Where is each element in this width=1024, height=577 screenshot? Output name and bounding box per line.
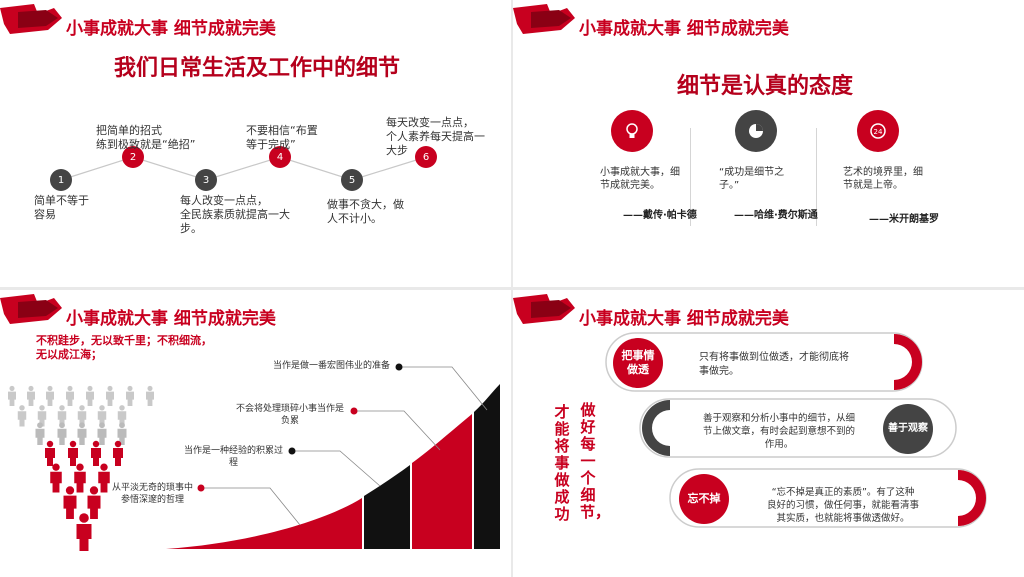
lightbulb-icon: [611, 110, 653, 152]
zigzag-connector: [60, 156, 427, 181]
curve-label-3: 当作是一种经验的积累过程: [184, 446, 284, 468]
person-figure: [97, 422, 107, 445]
item-3-pill: [669, 468, 987, 528]
curve-label-1: 当作是做一番宏图伟业的准备: [273, 361, 391, 371]
people-pyramid: [8, 385, 154, 551]
slide-3: 小事成就大事 细节成就完美 不积跬步，无以致千里；不积细流，无以成江海； 当作是…: [0, 290, 511, 577]
divider: [690, 128, 691, 226]
vertical-slogan-left: 才能将事做成功: [554, 403, 570, 523]
header-title: 小事成就大事 细节成就完美: [66, 309, 276, 329]
item-2-label: 善于观察: [883, 404, 933, 454]
step-3-text: 每人改变一点点，全民族素质就提高一大步。: [180, 194, 290, 235]
header-title: 小事成就大事 细节成就完美: [579, 19, 789, 39]
red-ribbon-logo: [513, 4, 575, 34]
step-5-text: 做事不贪大，做人不计小。: [327, 198, 404, 225]
red-ribbon-logo: [0, 294, 62, 324]
quote-3-text: 艺术的境界里，细节就是上帝。: [843, 167, 923, 191]
item-2-text: 善于观察和分析小事中的细节，从细节上做文章，有时会起到意想不到的作用。: [703, 413, 856, 450]
item-1-text: 只有将事做到位做透，才能彻底将事做完。: [699, 352, 849, 377]
person-figure: [97, 405, 107, 427]
person-figure: [8, 385, 16, 406]
person-figure: [66, 385, 74, 406]
header-title: 小事成就大事 细节成就完美: [66, 19, 276, 39]
step-4-text: 不要相信“布置等于完成”: [246, 124, 318, 151]
step-6-circle: 6: [415, 146, 437, 168]
person-figure: [117, 405, 127, 427]
step-5-circle: 5: [341, 169, 363, 191]
slide-4: 小事成就大事 细节成就完美 才能将事做成功 做好每一个细节， 把事情做透 只有将…: [513, 290, 1024, 577]
person-figure: [117, 422, 127, 445]
item-1-label: 把事情做透: [613, 338, 663, 388]
divider: [816, 128, 817, 226]
person-figure: [45, 440, 55, 466]
curve-segment-2: [364, 465, 410, 549]
person-figure: [146, 385, 154, 406]
item-2-pill: [639, 398, 957, 458]
person-figure: [68, 440, 78, 466]
step-6-text: 每天改变一点点，个人素养每天提高一大步: [386, 116, 485, 157]
item-1-pill: [605, 332, 923, 392]
curve-segment-3: [412, 414, 472, 549]
clock-24-icon: 24: [857, 110, 899, 152]
item-3-label: 忘不掉: [679, 474, 729, 524]
step-3-circle: 3: [195, 169, 217, 191]
step-2-circle: 2: [122, 146, 144, 168]
slide-title: 我们日常生活及工作中的细节: [114, 56, 401, 81]
person-figure: [63, 486, 77, 519]
growth-curve-chart: [166, 363, 500, 549]
person-figure: [106, 385, 114, 406]
step-1-text: 简单不等于容易: [34, 194, 89, 221]
slide-2: 小事成就大事 细节成就完美 细节是认真的态度 24 小事成就大事，细节成就完美。…: [513, 0, 1024, 287]
person-figure: [91, 440, 101, 466]
step-2-text: 把简单的招式练到极致就是“绝招”: [96, 124, 196, 151]
step-1-circle: 1: [50, 169, 72, 191]
quote-1-author: ——戴传·帕卡德: [623, 210, 697, 221]
svg-text:24: 24: [874, 128, 883, 136]
person-figure: [76, 513, 92, 551]
step-4-circle: 4: [269, 146, 291, 168]
person-figure: [86, 385, 94, 406]
header-title: 小事成就大事 细节成就完美: [579, 309, 789, 329]
person-figure: [27, 385, 35, 406]
curve-segment-1: [166, 498, 362, 549]
pie-chart-icon: [735, 110, 777, 152]
person-figure: [77, 422, 87, 445]
person-figure: [126, 385, 134, 406]
vertical-slogan-right: 做好每一个细节，: [580, 401, 611, 521]
curve-label-2: 不会将处理琐碎小事当作是负累: [236, 404, 345, 426]
person-figure: [77, 405, 87, 427]
person-figure: [57, 422, 67, 445]
slide-title: 细节是认真的态度: [677, 74, 854, 99]
quote-2-text: “成功是细节之子。”: [719, 167, 785, 191]
person-figure: [17, 405, 27, 427]
quote-2-author: ——哈维·费尔斯通: [734, 210, 818, 221]
curve-label-4: 从平淡无奇的琐事中参悟深邃的哲理: [112, 483, 194, 505]
person-figure: [46, 385, 54, 406]
person-figure: [50, 463, 62, 493]
person-figure: [74, 463, 86, 493]
red-ribbon-logo: [513, 294, 575, 324]
item-3-text: “忘不掉是真正的素质”。有了这种良好的习惯，做任何事，就能看清事其实质，也就能将…: [767, 487, 920, 524]
red-ribbon-logo: [0, 4, 62, 34]
person-figure: [87, 486, 101, 519]
quote-3-author: ——米开朗基罗: [869, 214, 939, 225]
curve-segment-4: [474, 384, 500, 549]
person-figure: [98, 463, 110, 493]
person-figure: [113, 440, 123, 466]
quote-1-text: 小事成就大事，细节成就完美。: [600, 167, 680, 191]
slide-1: 小事成就大事 细节成就完美 我们日常生活及工作中的细节 1 2 3 4 5 6 …: [0, 0, 511, 287]
person-figure: [57, 405, 67, 427]
slogan: 不积跬步，无以致千里；不积细流，无以成江海；: [36, 334, 212, 361]
person-figure: [35, 422, 45, 445]
